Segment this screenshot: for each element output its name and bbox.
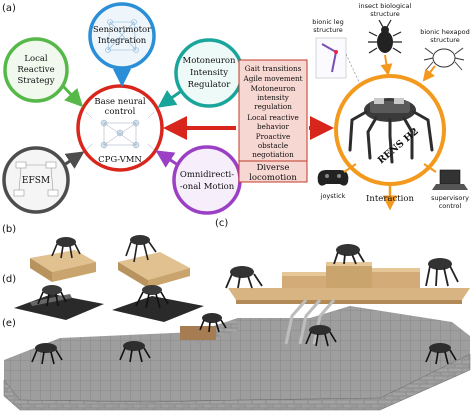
behavior-item: Local reactive <box>247 113 299 122</box>
panel-label-d: (d) <box>2 274 16 285</box>
bionic-hexapod-icon <box>423 47 465 71</box>
arrow-efsm <box>63 151 85 169</box>
panel-label-a: (a) <box>2 3 16 14</box>
interaction-label: Interaction <box>366 194 414 204</box>
behavior-item: negotiation <box>252 150 294 159</box>
sensorimotor-line2: Integration <box>98 36 147 46</box>
robot-icon <box>305 325 337 347</box>
robot-icon <box>425 343 457 365</box>
stone-terrain-scene <box>3 299 471 411</box>
robot-icon <box>425 258 459 287</box>
supervisory-label-2: control <box>439 202 462 210</box>
panel-label-c: (c) <box>215 218 228 229</box>
center-line2: control <box>105 107 136 117</box>
gap-scene-2 <box>112 285 204 322</box>
omni-line1: Omnidirecti- <box>180 170 234 180</box>
center-line1: Base neural <box>94 97 146 107</box>
leg-label-1: bionic leg <box>312 18 343 26</box>
hexapod-label-1: bionic hexapod <box>420 28 470 36</box>
robot-icon <box>37 285 67 307</box>
robot-icon <box>135 285 169 309</box>
laptop-icon <box>432 169 468 190</box>
insect-label-2: structure <box>370 10 400 18</box>
arrow-local-reactive <box>61 84 84 108</box>
center-module: Base neural control CPG-VMN <box>76 84 164 172</box>
bionic-leg-icon <box>315 37 347 79</box>
joystick-label: joystick <box>320 192 346 200</box>
leg-label-2: structure <box>313 26 343 34</box>
supervisory-label-1: supervisory <box>431 194 469 202</box>
behavior-item: Agile movement <box>243 74 303 83</box>
robot-icon <box>199 313 227 333</box>
omni-line2: -onal Motion <box>180 182 235 192</box>
robot-icon <box>31 343 63 365</box>
leg-connector <box>345 53 361 85</box>
motoneuron-line1: Motoneuron <box>183 56 237 66</box>
robot-icon <box>51 237 81 259</box>
behavior-item: obstacle <box>258 141 288 150</box>
joystick-icon <box>317 170 349 186</box>
hexapod-robot-icon <box>348 98 434 164</box>
state-machine-icon <box>13 161 59 197</box>
gap-scene-1 <box>14 285 104 320</box>
stairs-scene <box>225 244 470 304</box>
efsm-label: EFSM <box>22 176 50 186</box>
behavior-item: regulation <box>254 102 292 111</box>
beetle-icon <box>368 19 402 54</box>
robot-module: RENS H2 <box>334 74 446 186</box>
panel-label-e: (e) <box>2 318 16 329</box>
arrow-omni <box>155 150 179 168</box>
behavior-item: behavior <box>257 122 289 131</box>
arrow-hexapod <box>422 65 436 82</box>
laptop-connector <box>423 163 437 173</box>
sensorimotor-module: Sensorimotor Integration <box>88 2 156 70</box>
wood-block-scene-1 <box>30 237 96 282</box>
behavior-item: Motoneuron <box>251 84 296 93</box>
motoneuron-module: Motoneuron Intensity Regulator <box>174 38 244 108</box>
behavior-item: intensity <box>257 93 290 102</box>
efsm-module: EFSM <box>2 146 70 214</box>
network-icon <box>105 19 139 53</box>
wood-block-scene-2 <box>118 235 190 288</box>
motoneuron-line2: Intensity <box>190 68 228 78</box>
arch-obstacles <box>284 299 336 345</box>
behavior-box: Gait transitions Agile movement Motoneur… <box>238 59 308 183</box>
omni-module: Omnidirecti- -onal Motion <box>172 145 242 215</box>
robot-icon <box>119 341 151 363</box>
insect-label-1: insect biological <box>359 2 412 10</box>
locomotion-label: locomotion <box>249 173 297 183</box>
robot-icon <box>333 244 365 265</box>
local-reactive-line1: Local <box>24 54 48 64</box>
robot-icon <box>225 266 263 289</box>
behavior-item: Proactive <box>256 132 290 141</box>
diverse-label: Diverse <box>257 163 290 173</box>
cpg-network-icon <box>85 111 155 151</box>
motoneuron-line3: Regulator <box>188 80 232 90</box>
robot-icon <box>125 235 157 263</box>
arrow-beetle <box>380 54 393 76</box>
arrow-motoneuron <box>157 90 181 108</box>
local-reactive-line3: Strategy <box>17 76 54 86</box>
local-reactive-line2: Reactive <box>17 65 54 75</box>
local-reactive-module: Local Reactive Strategy <box>3 37 69 103</box>
panel-label-b: (b) <box>2 224 16 235</box>
hexapod-label-2: structure <box>430 36 460 44</box>
center-line3: CPG-VMN <box>98 155 142 165</box>
sensorimotor-line1: Sensorimotor <box>93 25 152 35</box>
joystick-connector <box>343 163 357 173</box>
behavior-item: Gait transitions <box>245 64 302 73</box>
